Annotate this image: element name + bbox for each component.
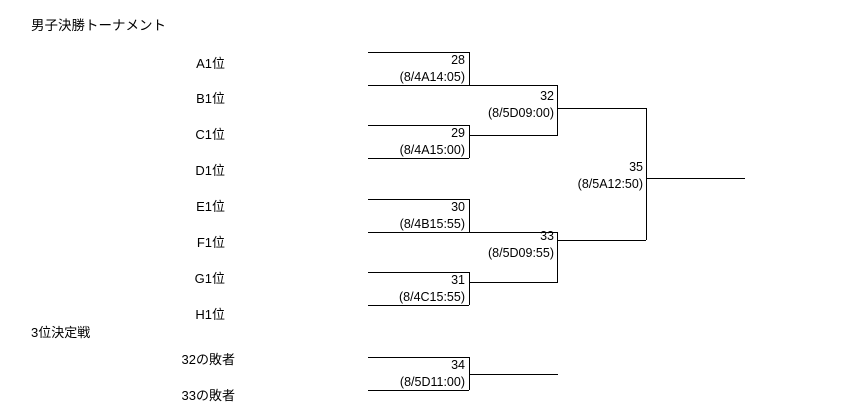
third-place-entrant-2: 33の敗者	[181, 388, 235, 403]
match-31-bottom-line	[368, 305, 469, 306]
match-33-time: (8/5D09:55)	[487, 246, 554, 260]
match-34-winner-line	[469, 374, 558, 375]
match-30-join-line	[469, 199, 470, 232]
seed-label-d: D1位	[195, 163, 225, 178]
match-31-number: 31	[451, 273, 465, 287]
seed-label-e: E1位	[196, 199, 225, 214]
match-35-join-line	[646, 108, 647, 240]
match-32-join-line	[557, 85, 558, 135]
match-28-bottom-line	[368, 85, 469, 86]
match-35-bottom-line	[557, 240, 646, 241]
match-29-time: (8/4A15:00)	[399, 143, 465, 157]
match-31-join-line	[469, 272, 470, 305]
match-29-number: 29	[451, 126, 465, 140]
match-29-join-line	[469, 125, 470, 158]
match-32-time: (8/5D09:00)	[487, 106, 554, 120]
match-29-top-line	[368, 125, 469, 126]
seed-label-h: H1位	[195, 307, 225, 322]
match-34-number: 34	[451, 358, 465, 372]
match-30-top-line	[368, 199, 469, 200]
seed-label-c: C1位	[195, 127, 225, 142]
seed-label-g: G1位	[194, 271, 225, 286]
match-28-join-line	[469, 52, 470, 85]
seed-label-a: A1位	[196, 56, 225, 71]
champion-line	[646, 178, 745, 179]
match-32-number: 32	[540, 89, 554, 103]
match-30-bottom-line	[368, 232, 469, 233]
match-30-time: (8/4B15:55)	[399, 217, 465, 231]
match-32-top-line	[469, 85, 558, 86]
seed-label-f: F1位	[196, 235, 225, 250]
match-30-number: 30	[451, 200, 465, 214]
match-28-top-line	[368, 52, 469, 53]
match-34-join-line	[469, 357, 470, 390]
match-33-top-line	[469, 232, 558, 233]
match-28-time: (8/4A14:05)	[399, 70, 465, 84]
seed-label-b: B1位	[196, 91, 225, 106]
match-35-number: 35	[629, 160, 643, 174]
page-title: 男子決勝トーナメント	[31, 18, 166, 33]
match-34-top-line	[368, 357, 469, 358]
match-34-time: (8/5D11:00)	[399, 375, 465, 389]
match-29-bottom-line	[368, 158, 469, 159]
match-28-number: 28	[451, 53, 465, 67]
match-34-bottom-line	[368, 390, 469, 391]
match-35-time: (8/5A12:50)	[577, 177, 643, 191]
match-31-time: (8/4C15:55)	[398, 290, 465, 304]
match-33-number: 33	[540, 229, 554, 243]
third-place-entrant-1: 32の敗者	[181, 352, 235, 367]
third-place-heading: 3位決定戦	[31, 325, 91, 340]
match-33-bottom-line	[469, 282, 558, 283]
match-31-top-line	[368, 272, 469, 273]
match-33-join-line	[557, 232, 558, 282]
match-32-bottom-line	[469, 135, 558, 136]
match-35-top-line	[557, 108, 646, 109]
